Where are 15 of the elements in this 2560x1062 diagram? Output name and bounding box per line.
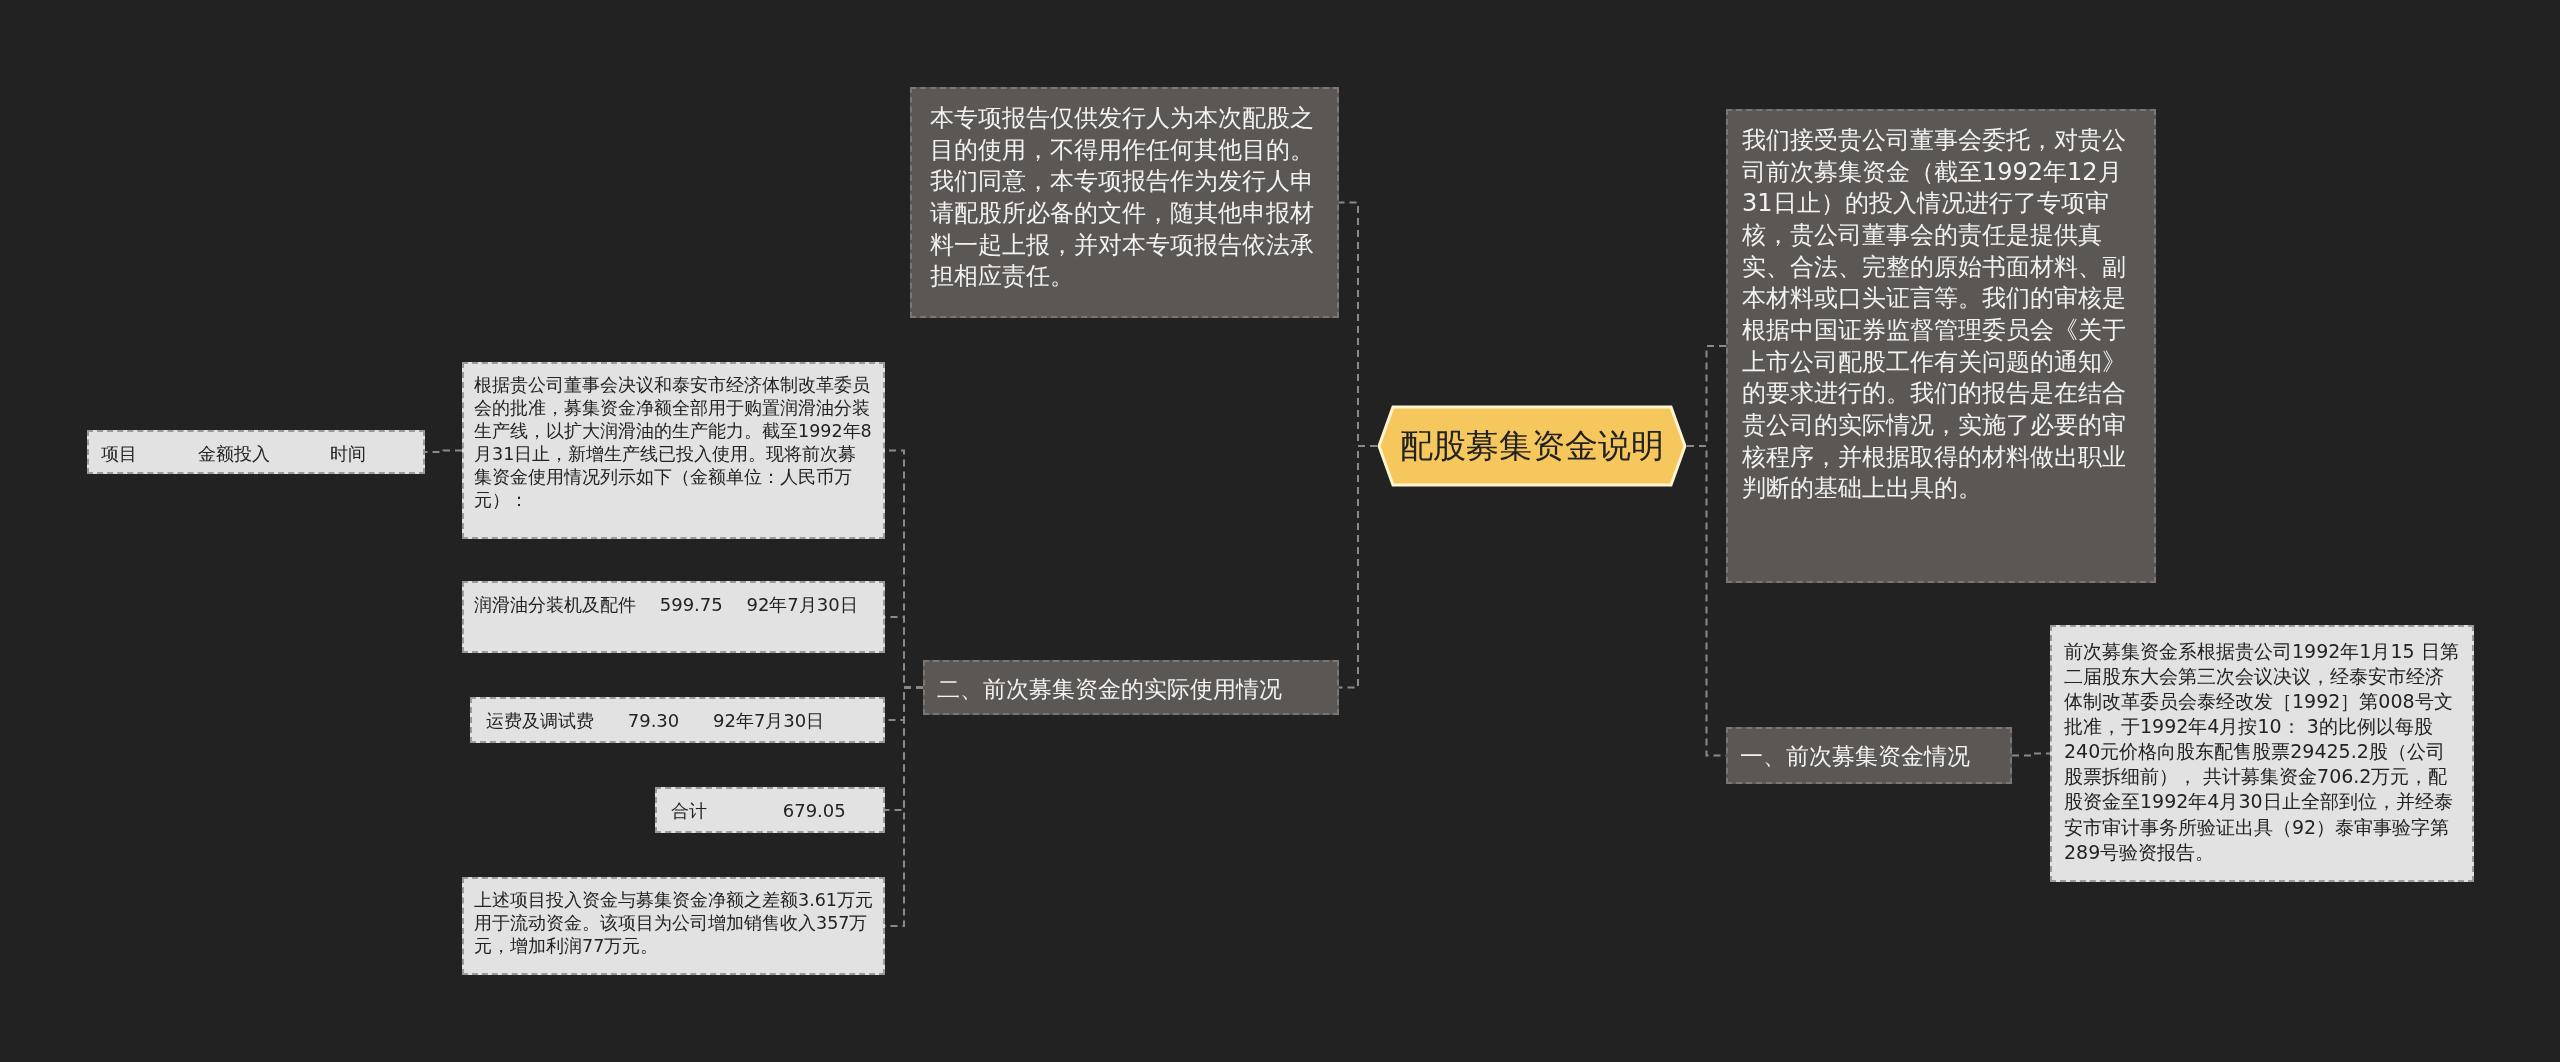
table-row: 项目 金额投入 时间: [87, 430, 425, 474]
table-row: 运费及调试费 79.30 92年7月30日: [470, 697, 885, 743]
topic-box: 二、前次募集资金的实际使用情况: [923, 660, 1339, 715]
topic-hexagon: 配股募集资金说明: [1377, 405, 1687, 487]
connector-line: [2011, 752, 2051, 757]
connector-line: [424, 449, 463, 453]
note-box: 上述项目投入资金与募集资金净额之差额3.61万元用于流动资金。该项目为公司增加销售收入357万元，增加利润77万元。: [462, 877, 885, 975]
topic-box: 一、前次募集资金情况: [1726, 727, 2012, 784]
table-row: 润滑油分装机及配件 599.75 92年7月30日: [462, 581, 885, 653]
note-box: 本专项报告仅供发行人为本次配股之目的使用，不得用作任何其他目的。我们同意，本专项报告作为发行人申请配股所必备的文件，随其他申报材料一起上报，并对本专项报告依法承担相应责任。: [910, 87, 1339, 318]
connector-line: [1338, 445, 1378, 689]
note-box: 根据贵公司董事会决议和泰安市经济体制改革委员会的批准，募集资金净额全部用于购置润滑油分装生产线，以扩大润滑油的生产能力。截至1992年8月31日止，新增生产线已投入使用。现将前次募集资金使用情况列示如下（金额单位：人民币万元）：: [462, 362, 885, 539]
table-row: 合计 679.05: [655, 787, 885, 833]
note-box: 前次募集资金系根据贵公司1992年1月15 日第二届股东大会第三次会议决议，经泰安市经济体制改革委员会泰经改发［1992］第008号文批准，于1992年4月按10： 3的比例以每股240元价格向股东配售股票29425.2股（公司股票拆细前）， 共计募集资金706.2万元，配股资金至1992年4月30日止全部到位，并经泰安市审计事务所验证出具（92）泰审事验字第289号验资报告。: [2050, 625, 2474, 882]
note-box: 我们接受贵公司董事会委托，对贵公司前次募集资金（截至1992年12月31日止）的投入情况进行了专项审核，贵公司董事会的责任是提供真实、合法、完整的原始书面材料、副本材料或口头证言等。我们的审核是根据中国证券监督管理委员会《关于上市公司配股工作有关问题的通知》的要求进行的。我们的报告是在结合贵公司的实际情况，实施了必要的审核程序，并根据取得的材料做出职业判断的基础上出具的。: [1726, 109, 2156, 583]
